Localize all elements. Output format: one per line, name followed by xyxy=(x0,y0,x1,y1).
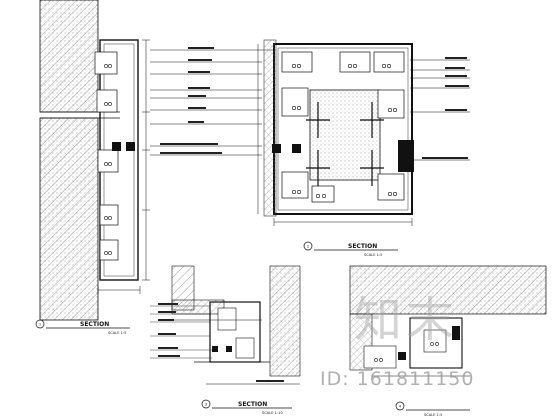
section-3-number: 3 xyxy=(205,403,207,407)
section-3-scale: SCALE 1:10 xyxy=(262,411,283,415)
section-4-number: 4 xyxy=(399,405,402,409)
section-title-1: 1 SECTION SCALE 1:5 xyxy=(35,319,130,335)
section-1-number: 1 xyxy=(39,323,41,327)
section-4-scale: SCALE 1:5 xyxy=(424,413,442,417)
section-4-drawing xyxy=(349,265,547,377)
watermark-id: ID: 161811150 xyxy=(320,368,475,390)
section-title-4: 4 SCALE 1:5 xyxy=(395,401,470,417)
section-1-drawing xyxy=(39,0,150,321)
section-2-scale: SCALE 1:5 xyxy=(364,253,382,257)
section-title-2: 2 SECTION SCALE 1:5 xyxy=(303,241,398,257)
section-1-title: SECTION xyxy=(80,321,109,328)
watermark-logo: 知末 xyxy=(354,292,459,348)
leader-annotations xyxy=(160,47,469,159)
section-3-title: SECTION xyxy=(238,401,267,408)
section-3-drawing xyxy=(150,265,301,385)
section-2-drawing xyxy=(257,39,414,226)
section-1-scale: SCALE 1:5 xyxy=(108,331,126,335)
leader-lines xyxy=(150,49,470,161)
section-2-number: 2 xyxy=(307,245,309,249)
section-2-title: SECTION xyxy=(348,243,377,250)
section-title-3: 3 SECTION SCALE 1:10 xyxy=(201,399,292,415)
